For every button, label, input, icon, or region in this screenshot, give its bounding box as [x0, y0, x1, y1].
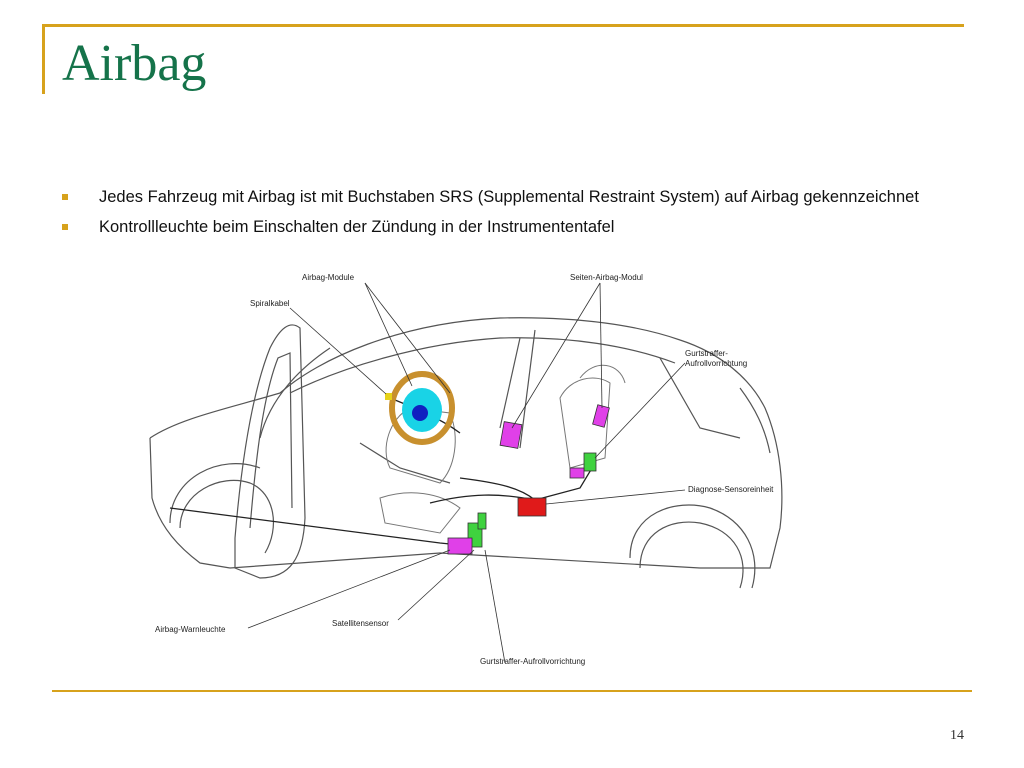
pretensioner-front-top: [477, 512, 487, 530]
airbag-system-diagram: Airbag-Module Spiralkabel Seiten-Airbag-…: [149, 273, 783, 666]
label-diagnose: Diagnose-Sensoreinheit: [688, 485, 774, 494]
steering-wheel: [389, 371, 455, 445]
steering-wheel-airbag: [389, 371, 455, 445]
bullet-list: Jedes Fahrzeug mit Airbag ist mit Buchst…: [62, 186, 962, 246]
leader-lines: [247, 282, 686, 664]
bullet-square-icon: [62, 194, 68, 200]
label-satellitensensor: Satellitensensor: [332, 619, 389, 628]
label-gurtstraffer-top-line2: Aufrollvorrichtung: [685, 359, 747, 368]
slide-title: Airbag: [62, 35, 207, 92]
frame-bottom-rule: [52, 690, 972, 692]
open-door-outline: [234, 324, 306, 579]
car-outline: [149, 317, 783, 589]
pretensioner-rear: [583, 452, 597, 472]
diagnose-sensoreinheit-module: [517, 497, 547, 517]
bullet-text: Jedes Fahrzeug mit Airbag ist mit Buchst…: [99, 188, 919, 206]
bullet-square-icon: [62, 224, 68, 230]
bullet-item: Jedes Fahrzeug mit Airbag ist mit Buchst…: [62, 186, 962, 208]
bullet-text: Kontrollleuchte beim Einschalten der Zün…: [99, 218, 615, 236]
pretensioner-rear-base: [569, 467, 585, 479]
wiring-harness: [169, 397, 596, 547]
page-number: 14: [950, 728, 964, 743]
frame-left-rule: [42, 24, 45, 94]
airbag-center: [412, 405, 428, 421]
satellitensensor-module: [447, 537, 473, 555]
label-airbag-module: Airbag-Module: [302, 273, 355, 282]
side-airbag-module-front: [499, 421, 523, 449]
frame-top-rule: [42, 24, 964, 27]
spiralkabel-marker: [385, 393, 392, 400]
label-warnleuchte: Airbag-Warnleuchte: [155, 625, 226, 634]
label-spiralkabel: Spiralkabel: [250, 299, 290, 308]
label-gurtstraffer-top-line1: Gurtstraffer-: [685, 349, 728, 358]
side-airbag-module-rear: [592, 404, 610, 428]
bullet-item: Kontrollleuchte beim Einschalten der Zün…: [62, 216, 962, 238]
label-gurtstraffer-bottom: Gurtstraffer-Aufrollvorrichtung: [480, 657, 585, 666]
label-seiten-airbag: Seiten-Airbag-Modul: [570, 273, 643, 282]
